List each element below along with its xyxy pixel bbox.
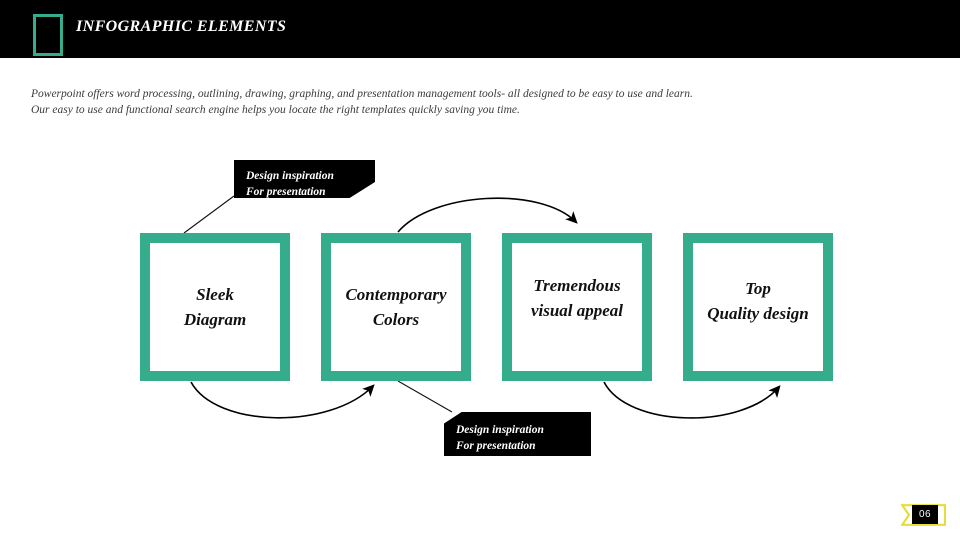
intro-line-1: Powerpoint offers word processing, outli… bbox=[31, 88, 693, 100]
diagram-box-label: Contemporary Colors bbox=[345, 285, 447, 329]
arrow-box2-to-box3 bbox=[397, 197, 578, 233]
diagram-box-label: Tremendous visual appeal bbox=[530, 276, 624, 320]
diagram-box-label: Sleek Diagram bbox=[183, 285, 247, 329]
header-bar bbox=[0, 0, 960, 58]
intro-line-2: Our easy to use and functional search en… bbox=[31, 104, 520, 116]
diagram-box-sleek-diagram[interactable]: Sleek Diagram bbox=[140, 233, 290, 381]
page-title: INFOGRAPHIC ELEMENTS bbox=[76, 18, 287, 35]
header-mark-icon bbox=[33, 14, 63, 56]
diagram-box-top-quality-design[interactable]: Top Quality design bbox=[683, 233, 833, 381]
diagram-box-contemporary-colors[interactable]: Contemporary Colors bbox=[321, 233, 471, 381]
arrow-box1-to-box2 bbox=[190, 381, 375, 419]
page-number: 06 bbox=[912, 505, 938, 524]
diagram-box-tremendous-visual-appeal[interactable]: Tremendous visual appeal bbox=[502, 233, 652, 381]
intro-paragraph: Powerpoint offers word processing, outli… bbox=[31, 86, 831, 118]
diagram-box-label: Top Quality design bbox=[707, 279, 809, 323]
callout-bottom[interactable]: Design inspiration For presentation bbox=[444, 412, 591, 456]
callout-top[interactable]: Design inspiration For presentation bbox=[234, 160, 375, 198]
leader-line-callout-bottom bbox=[397, 380, 453, 413]
leader-line-callout-top bbox=[183, 195, 235, 234]
arrow-box3-to-box4 bbox=[603, 381, 781, 419]
